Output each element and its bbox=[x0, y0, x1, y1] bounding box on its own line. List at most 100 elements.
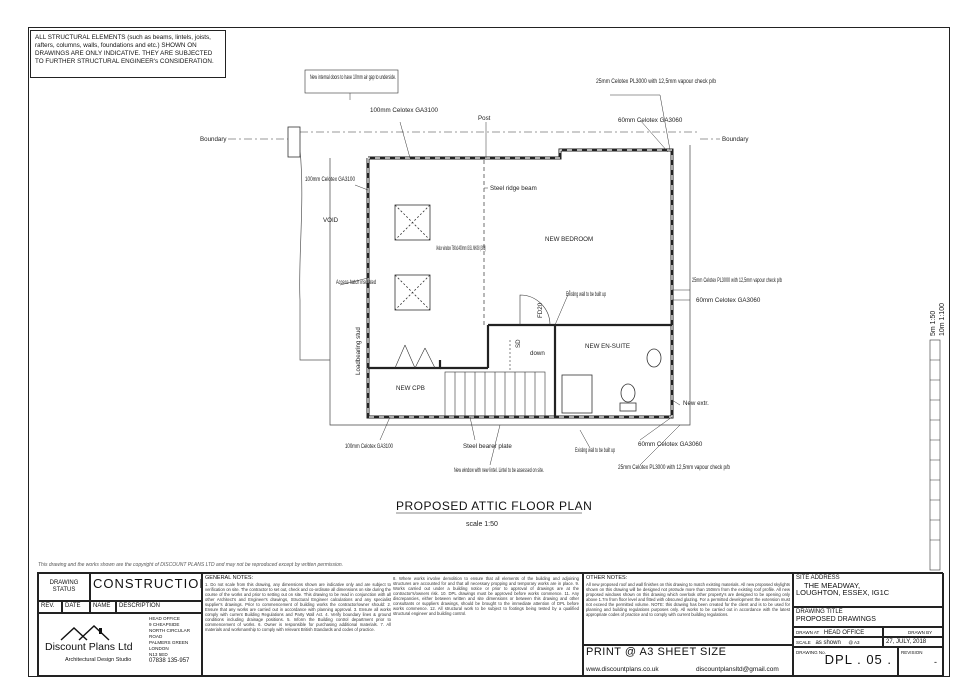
label-boundary-left: Boundary bbox=[200, 136, 227, 143]
label-steel-bearer: Steel bearer plate bbox=[463, 443, 512, 450]
revision-label: REVISION bbox=[901, 650, 923, 655]
company-subtitle: Architectural Design Studio bbox=[65, 657, 132, 663]
wash-basin bbox=[646, 348, 662, 368]
drawn-by-label: DRAWN BY bbox=[908, 630, 933, 635]
drawing-title-label: DRAWING TITLE bbox=[796, 609, 843, 615]
label-down: down bbox=[530, 350, 545, 357]
drawn-at: HEAD OFFICE bbox=[823, 630, 865, 636]
label-new-extr: New extr. bbox=[683, 400, 709, 407]
structural-disclaimer: ALL STRUCTURAL ELEMENTS (such as beams, … bbox=[30, 30, 226, 78]
shower-tray bbox=[561, 374, 593, 414]
name-header: NAME bbox=[90, 601, 116, 613]
address-line: NORTH CIRCULAR ROAD bbox=[149, 628, 191, 639]
print-info-panel: PRINT @ A3 SHEET SIZE www.discountplans.… bbox=[583, 645, 793, 677]
label-celotex-pl-top: 25mm Celotex PL3000 with 12,5mm vapour c… bbox=[596, 78, 716, 85]
copyright-note: This drawing and the works shown are the… bbox=[38, 562, 344, 568]
wc-cistern bbox=[619, 402, 637, 412]
label-celotex-ga3100-bottom: 100mm Celotex GA3100 bbox=[345, 443, 393, 450]
general-notes-col1: 1. Do not scale from this drawing, any d… bbox=[205, 582, 391, 632]
scale-label-2: 10m 1:100 bbox=[939, 303, 946, 336]
drawn-at-panel: DRAWN AT HEAD OFFICE bbox=[793, 627, 883, 637]
drawing-number: DPL . 05 . bbox=[824, 652, 892, 667]
other-notes-panel: OTHER NOTES: All new proposed roof and w… bbox=[583, 573, 793, 645]
general-notes-col2: 8. Where works involve demolition to ens… bbox=[393, 576, 579, 616]
date-value: 27, JULY, 2018 bbox=[883, 637, 944, 647]
revision-panel: REVISION - bbox=[898, 647, 944, 677]
revision-value: - bbox=[934, 657, 937, 667]
drawn-at-label: DRAWN AT bbox=[796, 630, 820, 635]
drawing-no-label: DRAWING No. bbox=[796, 650, 826, 655]
velux-window-2 bbox=[394, 274, 431, 311]
cupboard-doors bbox=[394, 344, 436, 369]
label-new-cpb: NEW CPB bbox=[396, 385, 425, 392]
sheet-size: @ A3 bbox=[848, 640, 860, 645]
company-logo-panel: Discount Plans Ltd Architectural Design … bbox=[38, 613, 202, 677]
label-celotex-ga3060-top: 60mm Celotex GA3060 bbox=[618, 117, 683, 124]
scale-field-label: SCALE bbox=[796, 640, 811, 645]
label-boundary-right: Boundary bbox=[722, 136, 749, 143]
plan-scale: scale 1:50 bbox=[466, 521, 498, 528]
void-boundary bbox=[299, 149, 330, 361]
label-celotex-ga3060-bottom: 60mm Celotex GA3060 bbox=[638, 441, 703, 448]
address-line: HEAD OFFICE bbox=[149, 616, 180, 621]
drawing-title-panel: DRAWING TITLE PROPOSED DRAWINGS bbox=[793, 607, 944, 627]
chimney-breast bbox=[287, 126, 301, 158]
label-post: Post bbox=[478, 115, 491, 122]
label-loadbearing: Loadbearing stud bbox=[355, 327, 362, 375]
date-header: DATE bbox=[62, 601, 90, 613]
site-address-line-2: LOUGHTON, ESSEX, IG1C bbox=[796, 588, 890, 597]
scale-bar bbox=[929, 339, 941, 571]
title-block: DRAWING STATUS CONSTRUCTION REV. DATE NA… bbox=[37, 572, 944, 677]
address-line: LONDON bbox=[149, 646, 169, 651]
company-phone: 07838 135-957 bbox=[149, 658, 190, 664]
wall-insulation-hatching bbox=[367, 149, 673, 418]
internal-walls bbox=[368, 323, 672, 417]
label-celotex-pl-mid: 25mm Celotex PL3000 with 12,5mm vapour c… bbox=[692, 277, 782, 284]
label-access-hatch: Access hatch insulated bbox=[336, 279, 376, 286]
drawn-by-panel: DRAWN BY bbox=[883, 627, 944, 637]
label-existing-wall: Existing wall to be built up bbox=[566, 291, 606, 298]
description-header: DESCRIPTION bbox=[116, 601, 202, 613]
drawing-number-panel: DRAWING No. DPL . 05 . bbox=[793, 647, 898, 677]
general-notes-title: GENERAL NOTES: bbox=[205, 575, 254, 581]
label-doors-note-1: New internal doors to have 10mm air gap … bbox=[310, 74, 396, 81]
label-celotex-ga3100-top: 100mm Celotex GA3100 bbox=[370, 107, 439, 114]
other-notes-title: OTHER NOTES: bbox=[586, 575, 628, 581]
wc-pan bbox=[620, 383, 636, 403]
drawing-title: PROPOSED DRAWINGS bbox=[796, 616, 876, 623]
label-celotex-ga3100-left: 100mm Celotex GA3100 bbox=[305, 176, 355, 183]
label-celotex-pl-bottom: 25mm Celotex PL3000 with 12,5mm vapour c… bbox=[618, 464, 730, 471]
website-link[interactable]: www.discountplans.co.uk bbox=[586, 666, 659, 673]
label-existing-wall-2: Existing wall to be built up bbox=[575, 447, 615, 454]
scale-label-1: 5m 1:50 bbox=[930, 311, 937, 336]
doors-note-box bbox=[304, 69, 399, 94]
address-line: N13 5ED bbox=[149, 652, 168, 657]
rev-header: REV. bbox=[38, 601, 62, 613]
label-new-window: New window with new lintel. Lintel to be… bbox=[454, 467, 544, 474]
label-void: VOID bbox=[323, 217, 339, 224]
label-ridge-beam: Steel ridge beam bbox=[490, 185, 537, 192]
ensuite-door-swing bbox=[519, 294, 551, 326]
label-fd20: FD20 bbox=[537, 302, 544, 318]
label-sd: SD bbox=[515, 339, 522, 348]
label-celotex-ga3060-mid: 60mm Celotex GA3060 bbox=[696, 297, 761, 304]
label-new-ensuite: NEW EN-SUITE bbox=[585, 343, 630, 350]
staircase bbox=[444, 340, 546, 417]
drawing-status-label: DRAWING STATUS bbox=[38, 573, 90, 601]
label-velux: Velux window 780x1400mm GGL MK08 (308) bbox=[436, 245, 486, 252]
address-line: PALMERS GREEN bbox=[149, 640, 189, 645]
annotation-leaders bbox=[339, 92, 690, 466]
eaves-outline bbox=[329, 145, 691, 426]
site-address-line-1: THE MEADWAY, bbox=[804, 581, 861, 590]
velux-window-1 bbox=[394, 204, 431, 241]
email-link[interactable]: discountplansltd@gmail.com bbox=[696, 666, 779, 673]
company-name: Discount Plans Ltd bbox=[45, 641, 133, 653]
plan-title: PROPOSED ATTIC FLOOR PLAN bbox=[396, 499, 592, 513]
company-address: HEAD OFFICE 9 CHEAPSIDE NORTH CIRCULAR R… bbox=[149, 616, 201, 658]
house-logo-icon bbox=[60, 625, 110, 641]
other-notes-body: All new proposed roof and wall finishes … bbox=[586, 582, 790, 617]
site-address-label: SITE ADDRESS bbox=[796, 575, 840, 581]
drawing-status: CONSTRUCTION bbox=[90, 573, 202, 601]
